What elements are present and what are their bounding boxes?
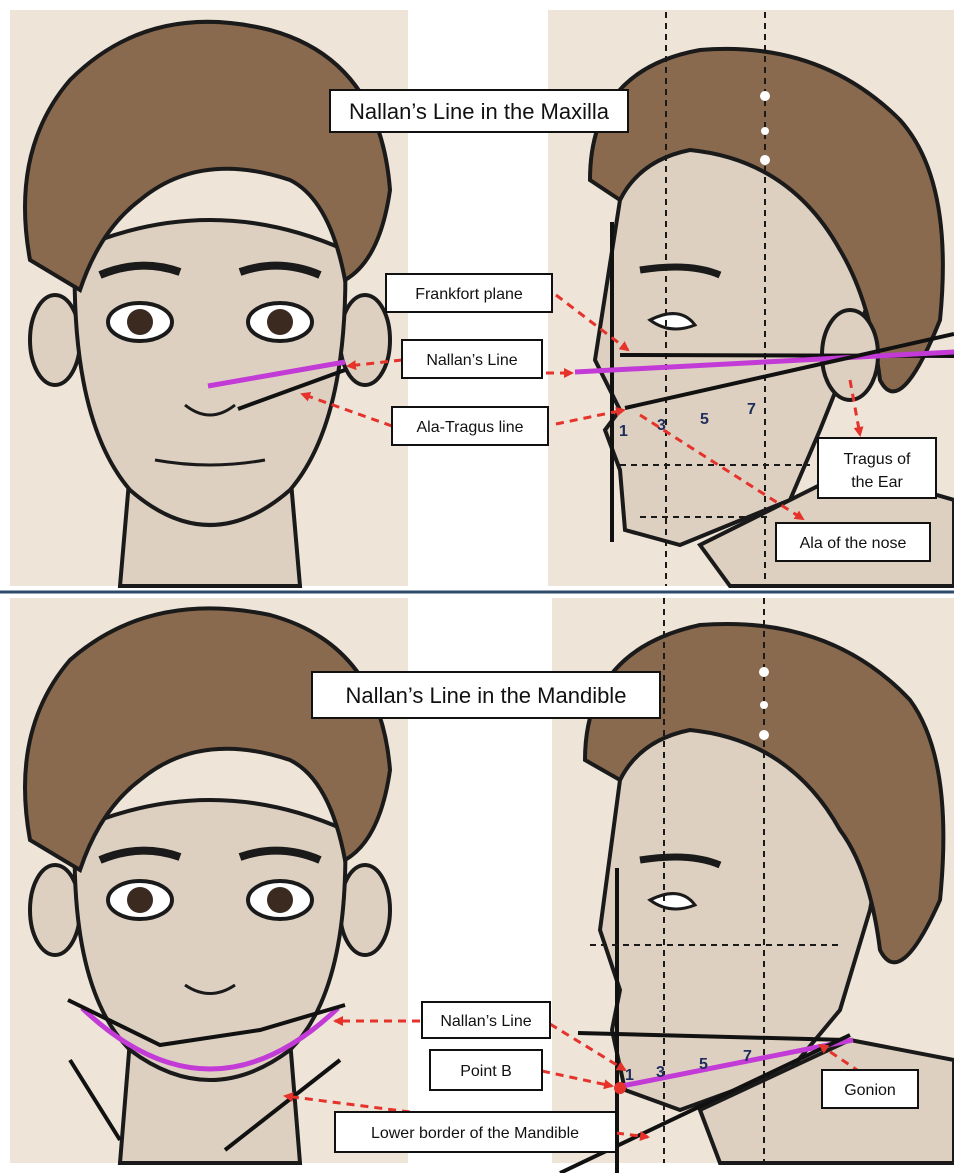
gonion-label: Gonion: [844, 1082, 896, 1099]
bottom-title: Nallan’s Line in the Mandible: [346, 683, 627, 708]
ala-of-nose-label: Ala of the nose: [800, 535, 907, 552]
right-ear: [340, 295, 390, 385]
tooth-number-1: 1: [619, 423, 628, 440]
bottom-panel: 1 3 5 7 Nallan’s Line in the Mandible Na…: [10, 598, 954, 1173]
tooth-number-7: 7: [747, 401, 756, 418]
tragus-label-line2: the Ear: [851, 474, 903, 491]
tooth-number-5: 5: [700, 411, 709, 428]
ala-tragus-line-label: Ala-Tragus line: [416, 419, 523, 436]
nallan-line-label-top: Nallan’s Line: [426, 352, 517, 369]
left-ear: [30, 295, 80, 385]
left-ear: [30, 865, 80, 955]
tooth-number-7: 7: [743, 1048, 752, 1065]
lower-border-mandible-label: Lower border of the Mandible: [371, 1125, 579, 1142]
tooth-number-5: 5: [699, 1056, 708, 1073]
point-b-label: Point B: [460, 1063, 512, 1080]
right-ear: [340, 865, 390, 955]
tragus-label-line1: Tragus of: [844, 451, 912, 468]
nallan-line-label-bottom: Nallan’s Line: [440, 1013, 531, 1030]
tooth-number-3: 3: [656, 1064, 665, 1081]
frankfort-plane-label: Frankfort plane: [415, 286, 523, 303]
top-panel: 1 3 5 7 Nallan’s Line in the Maxilla Fra…: [10, 10, 954, 586]
tooth-number-1: 1: [625, 1067, 634, 1084]
top-title: Nallan’s Line in the Maxilla: [349, 99, 610, 124]
